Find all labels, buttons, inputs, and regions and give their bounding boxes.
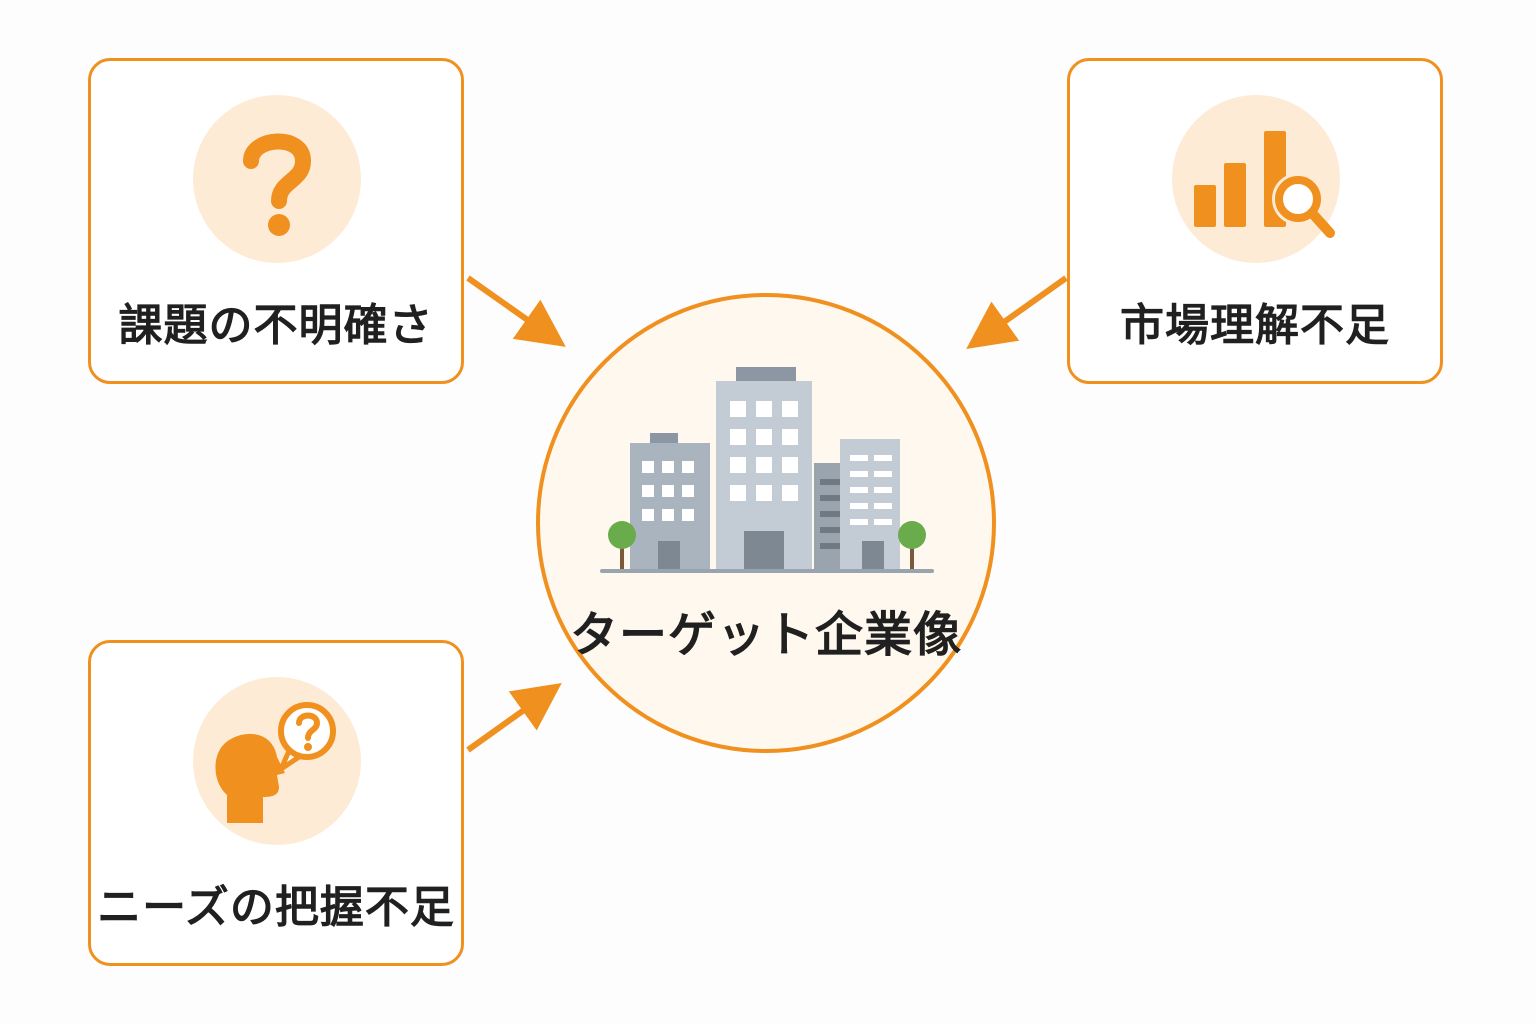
factor-box-market: 市場理解不足 [1067,58,1443,384]
factor-box-issue: 課題の不明確さ [88,58,464,384]
center-label: ターゲット企業像 [569,607,962,663]
center-circle: ターゲット企業像 [536,293,996,753]
factor-label-market: 市場理解不足 [1120,300,1390,351]
arrow-issue-to-center [466,275,566,347]
bar-chart-magnifier-icon [1172,95,1340,263]
arrow-market-to-center [966,275,1068,349]
factor-label-issue: 課題の不明確さ [118,300,434,351]
question-mark-icon [193,95,361,263]
office-buildings-icon [600,363,940,583]
factor-box-needs: ニーズの把握不足 [88,640,464,966]
person-speech-question-icon [193,677,361,845]
arrow-needs-to-center [466,683,562,753]
factor-label-needs: ニーズの把握不足 [97,882,455,933]
